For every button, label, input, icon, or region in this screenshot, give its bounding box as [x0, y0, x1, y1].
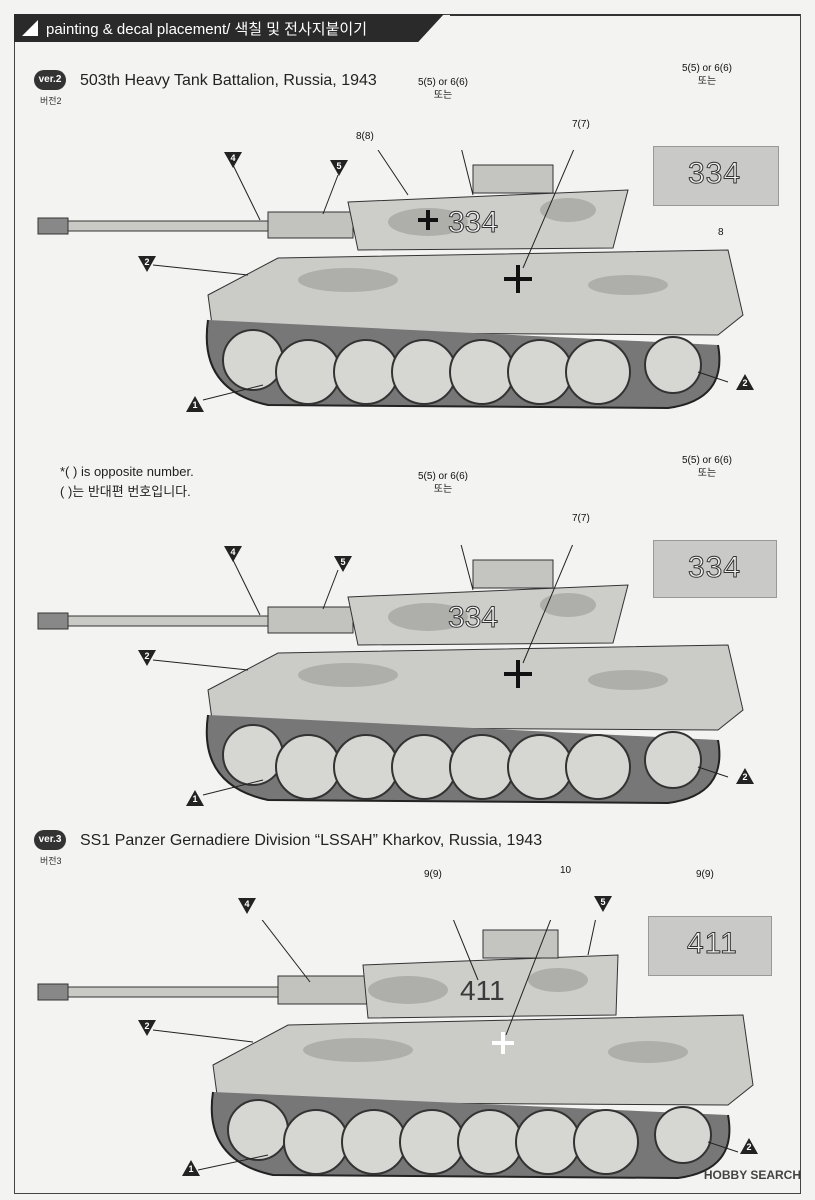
callout-7-b: 7(7)	[572, 513, 590, 524]
label-2-rear-b: 2	[736, 768, 754, 784]
label-1-b: 1	[186, 790, 204, 806]
callout-9: 9(9)	[424, 869, 442, 880]
label-1-ver3: 1	[182, 1160, 200, 1176]
label-2-front: 2	[138, 256, 156, 272]
decal-number: 334	[687, 551, 742, 585]
section-title-ver2: 503th Heavy Tank Battalion, Russia, 1943	[80, 72, 377, 89]
callout-7: 7(7)	[572, 119, 590, 130]
callout-5-or-6-box: 5(5) or 6(6)또는	[682, 63, 733, 87]
watermark: HOBBY SEARCH	[703, 1168, 801, 1182]
decal-detail-box-ver3: 411	[648, 916, 772, 976]
tank-profile-ver3: 411	[37, 920, 754, 1180]
version-badge-3-sub: 버전3	[40, 856, 62, 866]
page-title: painting & decal placement/ 색칠 및 전사지붙이기	[46, 21, 367, 38]
svg-text:334: 334	[448, 601, 498, 634]
label-1: 1	[186, 396, 204, 412]
label-2-rear-ver3: 2	[740, 1138, 758, 1154]
label-4-ver3: 4	[238, 898, 256, 914]
section-title-ver3: SS1 Panzer Gernadiere Division “LSSAH” K…	[80, 832, 543, 849]
label-5-ver3: 5	[594, 896, 612, 912]
label-4-b: 4	[224, 546, 242, 562]
header-triangle-icon	[22, 20, 38, 36]
tank-profile-ver2b: 334	[37, 545, 744, 805]
callout-5-or-6: 5(5) or 6(6)또는	[418, 77, 469, 101]
callout-8: 8(8)	[356, 131, 374, 142]
version-badge-3: ver.3	[34, 830, 66, 850]
tank-profile-ver2: 334	[37, 150, 744, 410]
svg-text:411: 411	[460, 975, 505, 1006]
label-2-front-ver3: 2	[138, 1020, 156, 1036]
callout-5-or-6-box-b: 5(5) or 6(6)또는	[682, 455, 733, 479]
version-badge-2-sub: 버전2	[40, 96, 62, 106]
svg-text:334: 334	[448, 206, 498, 239]
label-2-rear: 2	[736, 374, 754, 390]
decal-detail-box-ver2b: 334	[653, 540, 777, 598]
callout-8-box: 8	[718, 227, 724, 238]
version-badge-2: ver.2	[34, 70, 66, 90]
decal-number: 411	[687, 927, 738, 961]
header-rule	[450, 14, 800, 16]
callout-10: 10	[560, 865, 572, 876]
header-bar	[14, 14, 444, 42]
callout-5-or-6-b: 5(5) or 6(6)또는	[418, 471, 469, 495]
callout-9-box: 9(9)	[696, 869, 714, 880]
decal-detail-box-ver2: 334	[653, 146, 779, 206]
label-4: 4	[224, 152, 242, 168]
opposite-number-note: *( ) is opposite number. ( )는 반대편 번호입니다.	[60, 464, 194, 499]
label-5: 5	[330, 160, 348, 176]
label-5-b: 5	[334, 556, 352, 572]
label-2-front-b: 2	[138, 650, 156, 666]
decal-number: 334	[687, 157, 742, 191]
